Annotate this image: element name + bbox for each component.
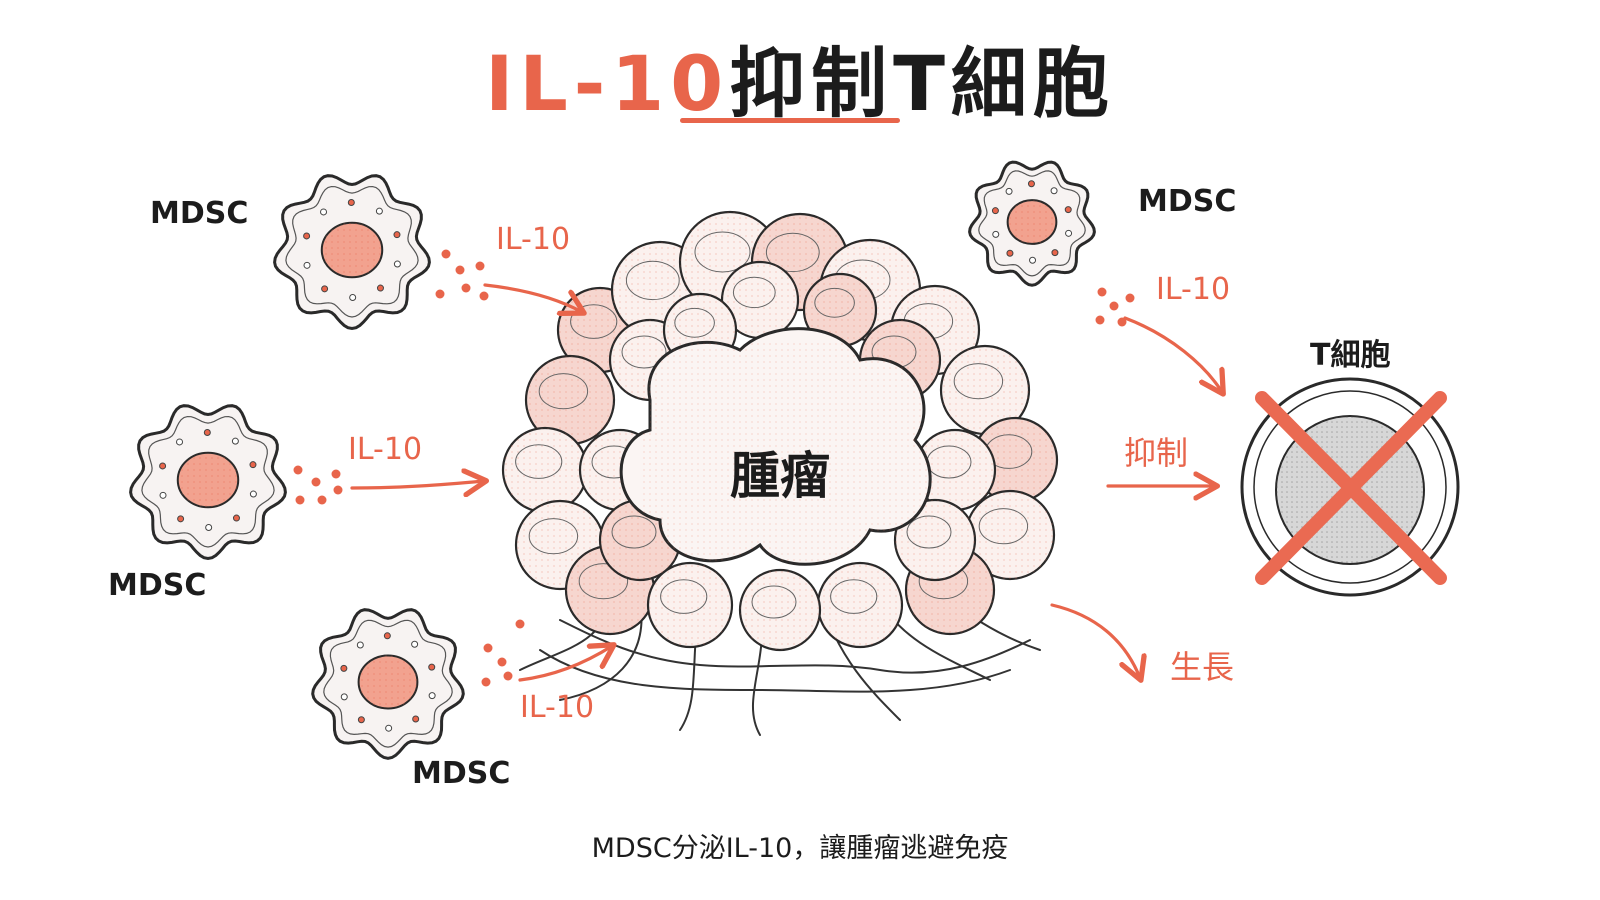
mdsc-label-top-right: MDSC: [1138, 184, 1236, 219]
suppress-label: 抑制: [1124, 428, 1188, 474]
mdsc-cell: [275, 176, 430, 329]
il10-dot: [334, 486, 343, 495]
il10-dot: [504, 672, 513, 681]
il10-dot: [294, 466, 303, 475]
il10-dot: [462, 284, 471, 293]
tumor-cell: [740, 570, 820, 650]
il10-dot: [436, 290, 445, 299]
il10-dot: [1126, 294, 1135, 303]
tcell-label: T細胞: [1310, 330, 1390, 374]
growth-label: 生長: [1170, 642, 1234, 688]
mdsc-cell: [970, 162, 1095, 285]
il10-dot: [312, 478, 321, 487]
il10-dot: [1098, 288, 1107, 297]
tumor-label: 腫瘤: [730, 436, 830, 508]
arrow-icon: [352, 481, 484, 488]
tumor-cell: [503, 428, 587, 512]
il10-dot: [1096, 316, 1105, 325]
il10-dot: [482, 678, 491, 687]
arrow-icon: [1052, 605, 1140, 678]
il10-dot: [480, 292, 489, 301]
il10-label-top-right: IL-10: [1156, 272, 1230, 307]
il10-label-middle-left: IL-10: [348, 432, 422, 467]
il10-dot: [332, 470, 341, 479]
il10-dot: [476, 262, 485, 271]
mdsc-cell: [131, 406, 286, 559]
tumor-cell: [818, 563, 902, 647]
il10-dot: [516, 620, 525, 629]
il10-dot: [296, 496, 305, 505]
mdsc-label-top-left: MDSC: [150, 196, 248, 231]
il10-label-bottom: IL-10: [520, 690, 594, 725]
mdsc-cell: [313, 610, 464, 759]
il10-label-top-left: IL-10: [496, 222, 570, 257]
tumor-cell: [648, 563, 732, 647]
arrow-icon: [1125, 318, 1222, 392]
il10-dot: [442, 250, 451, 259]
il10-dot: [484, 644, 493, 653]
il10-dot: [498, 658, 507, 667]
il10-dot: [318, 496, 327, 505]
il10-dot: [1110, 302, 1119, 311]
mdsc-label-bottom: MDSC: [412, 756, 510, 791]
caption: MDSC分泌IL-10，讓腫瘤逃避免疫: [0, 826, 1600, 865]
mdsc-label-middle-left: MDSC: [108, 568, 206, 603]
il10-dot: [456, 266, 465, 275]
